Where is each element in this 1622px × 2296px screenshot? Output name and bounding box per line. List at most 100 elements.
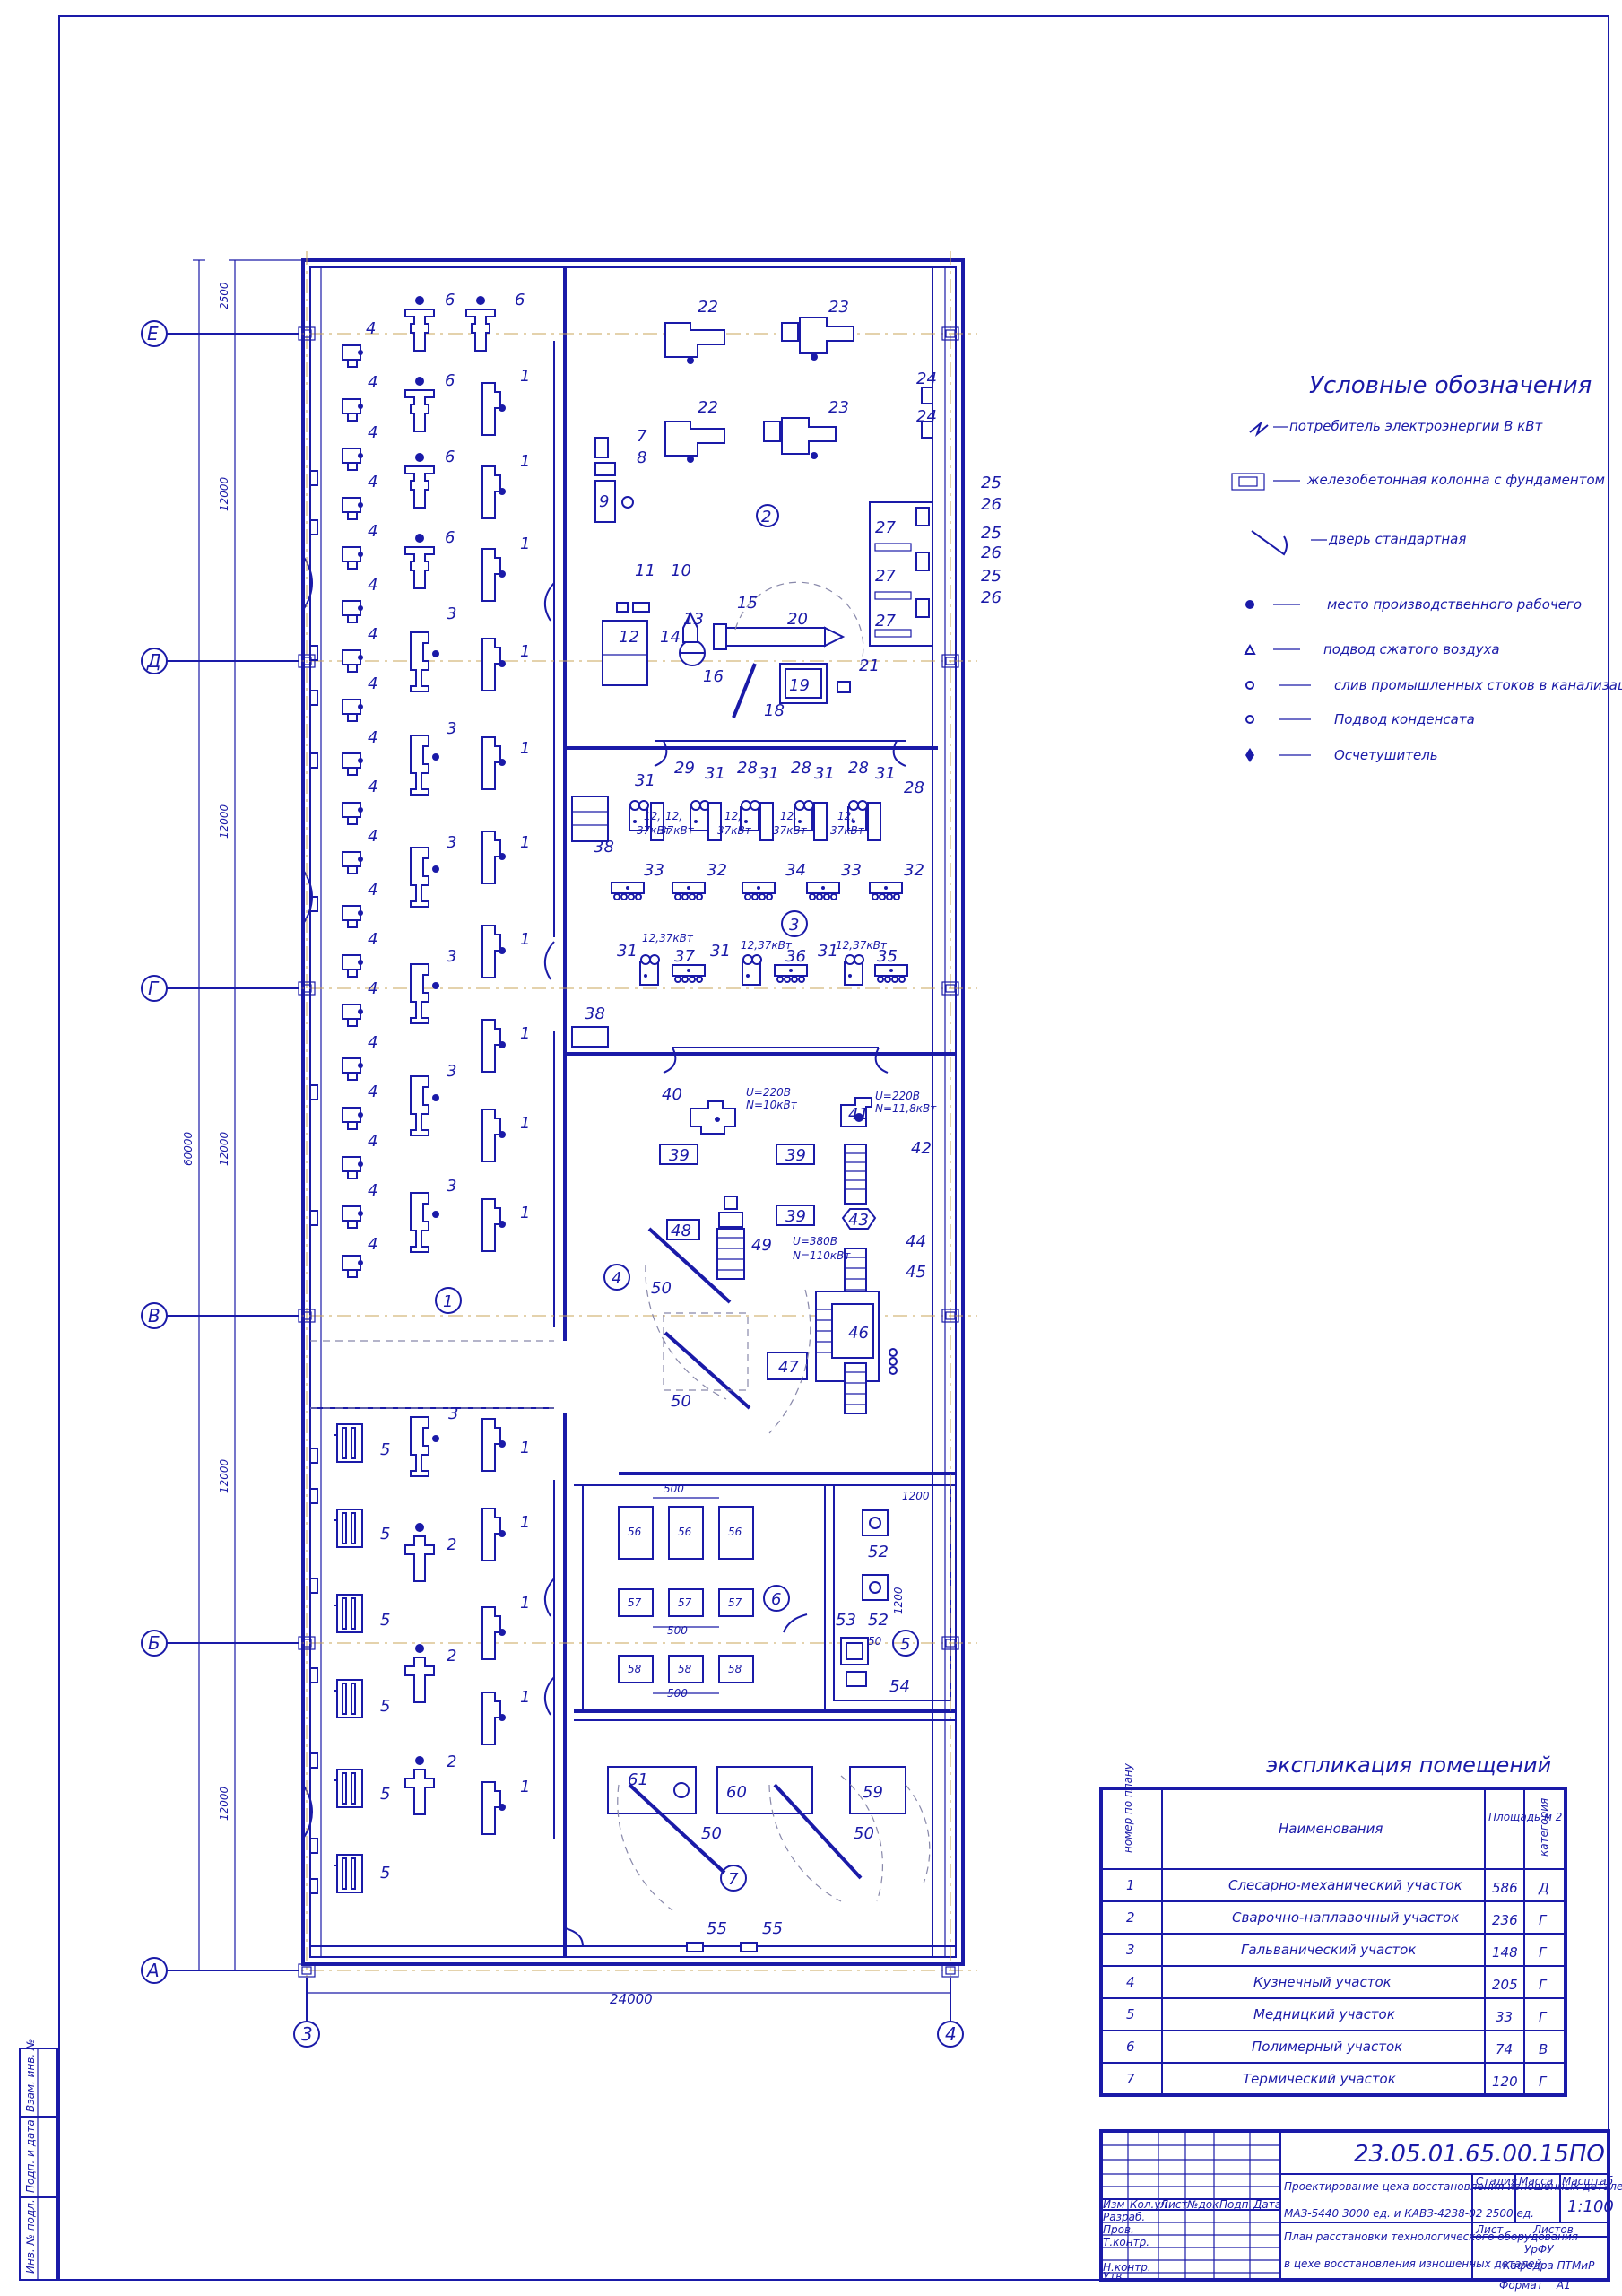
label-1: 1 bbox=[520, 833, 530, 852]
power-note: 37кВт bbox=[830, 824, 865, 837]
sheet-label: Лист bbox=[1475, 2223, 1504, 2236]
label-20: 20 bbox=[787, 610, 808, 629]
row-5-name: Медницкий участок bbox=[1253, 2006, 1395, 2022]
label-58: 58 bbox=[678, 1663, 692, 1675]
label-5: 5 bbox=[380, 1864, 390, 1883]
row-5-cat: Г bbox=[1539, 2009, 1548, 2025]
label-60: 60 bbox=[726, 1783, 747, 1802]
stamp-inv-label: Инв. № подл. bbox=[24, 2199, 37, 2274]
label-23: 23 bbox=[828, 398, 849, 417]
stage-label: Стадия bbox=[1476, 2175, 1517, 2187]
zone-number-2: 2 bbox=[761, 508, 771, 526]
power-note: 37кВт bbox=[773, 824, 808, 837]
dim-2500: 2500 bbox=[218, 282, 230, 309]
label-6: 6 bbox=[445, 448, 455, 466]
row-7-cat: Г bbox=[1539, 2074, 1548, 2090]
role-ncontrol: Н.контр. bbox=[1103, 2261, 1151, 2274]
column-icon bbox=[1231, 473, 1265, 491]
header-name: Наименования bbox=[1279, 1821, 1383, 1837]
label-4: 4 bbox=[368, 674, 377, 693]
label-25: 25 bbox=[981, 524, 1002, 543]
legend-item-power: потребитель электроэнергии В кВт bbox=[1289, 418, 1544, 434]
label-18: 18 bbox=[764, 701, 785, 720]
legend-item-air: подвод сжатого воздуха bbox=[1323, 641, 1500, 657]
label-4: 4 bbox=[366, 319, 376, 338]
power-note: 12, bbox=[724, 810, 742, 822]
compressed-air-icon bbox=[1244, 643, 1256, 655]
label-46: 46 bbox=[848, 1324, 869, 1343]
axis-label-E: Е bbox=[147, 323, 159, 344]
row-6-cat: В bbox=[1539, 2041, 1548, 2057]
label-57: 57 bbox=[678, 1596, 692, 1609]
label-6: 6 bbox=[515, 291, 525, 309]
label-28: 28 bbox=[791, 759, 811, 778]
row-4-name: Кузнечный участок bbox=[1253, 1974, 1392, 1990]
label-4: 4 bbox=[368, 1181, 377, 1200]
label-2: 2 bbox=[447, 1647, 456, 1665]
role-approve: Утв. bbox=[1103, 2270, 1125, 2283]
drawing-frame bbox=[58, 15, 1609, 2281]
col-header-date: Дата bbox=[1253, 2198, 1281, 2211]
label-35: 35 bbox=[877, 947, 898, 966]
label-31: 31 bbox=[759, 764, 779, 783]
scale-value: 1:100 bbox=[1567, 2197, 1614, 2216]
label-22: 22 bbox=[698, 398, 718, 417]
legend-item-condensate: Подвод конденсата bbox=[1334, 711, 1475, 727]
role-developer: Разраб. bbox=[1103, 2211, 1145, 2223]
dim-1200: 1200 bbox=[902, 1490, 930, 1502]
power-note-49-u: U=380В bbox=[793, 1235, 837, 1248]
zone-1-equipment: 1 4 4 4 4 4 4 4 4 4 4 4 4 4 4 4 4 4 4 4 … bbox=[309, 291, 530, 1314]
axis-label-D: Д bbox=[146, 650, 161, 672]
format-value: А1 bbox=[1556, 2279, 1571, 2292]
label-52: 52 bbox=[868, 1543, 889, 1561]
ventilation-icon bbox=[1245, 748, 1254, 762]
sheets-label: Листов bbox=[1532, 2223, 1574, 2236]
row-7-area: 120 bbox=[1492, 2074, 1518, 2090]
power-note-49-n: N=110кВт bbox=[793, 1249, 851, 1262]
label-4: 4 bbox=[368, 576, 377, 595]
label-1: 1 bbox=[520, 367, 530, 386]
sheet-title-2: в цехе восстановления изношенных деталей bbox=[1284, 2257, 1542, 2270]
label-5: 5 bbox=[380, 1611, 390, 1630]
power-consumer-icon bbox=[1249, 420, 1269, 438]
label-4: 4 bbox=[368, 1235, 377, 1254]
label-5: 5 bbox=[380, 1697, 390, 1716]
label-4: 4 bbox=[368, 473, 377, 491]
label-5: 5 bbox=[380, 1525, 390, 1544]
row-7-name: Термический участок bbox=[1243, 2071, 1396, 2087]
label-1: 1 bbox=[520, 535, 530, 553]
label-1: 1 bbox=[520, 1778, 530, 1796]
label-42: 42 bbox=[911, 1139, 932, 1158]
label-38: 38 bbox=[585, 1004, 605, 1023]
row-2-num: 2 bbox=[1126, 1909, 1135, 1926]
axis-label-V: В bbox=[148, 1305, 160, 1326]
org-name: УрФУ bbox=[1524, 2243, 1554, 2256]
power-note: 12,37кВт bbox=[741, 939, 793, 952]
label-8: 8 bbox=[637, 448, 646, 467]
label-47: 47 bbox=[778, 1358, 799, 1377]
label-48: 48 bbox=[671, 1222, 691, 1240]
zone-number-6: 6 bbox=[771, 1590, 781, 1609]
label-28: 28 bbox=[904, 778, 924, 797]
label-55: 55 bbox=[707, 1919, 727, 1938]
label-1: 1 bbox=[520, 452, 530, 471]
label-57: 57 bbox=[628, 1596, 642, 1609]
header-category: категория bbox=[1538, 1798, 1550, 1857]
label-1: 1 bbox=[520, 1439, 530, 1457]
label-5: 5 bbox=[380, 1440, 390, 1459]
label-27: 27 bbox=[875, 518, 896, 537]
label-7: 7 bbox=[637, 427, 647, 446]
legend-item-drain: слив промышленных стоков в канализацию bbox=[1334, 677, 1622, 693]
row-6-area: 74 bbox=[1496, 2041, 1513, 2057]
label-4: 4 bbox=[368, 1033, 377, 1052]
power-note-40-n: N=10кВт bbox=[746, 1099, 798, 1111]
label-26: 26 bbox=[981, 544, 1002, 562]
zone-7-equipment: 7 61 60 59 50 50 55 55 bbox=[607, 1766, 931, 1952]
legend-item-door: дверь стандартная bbox=[1328, 531, 1466, 547]
label-45: 45 bbox=[906, 1263, 926, 1282]
label-3: 3 bbox=[447, 947, 456, 966]
label-56: 56 bbox=[678, 1526, 692, 1538]
label-21: 21 bbox=[859, 657, 880, 675]
label-22: 22 bbox=[698, 298, 718, 317]
power-note: 37кВт bbox=[660, 824, 695, 837]
